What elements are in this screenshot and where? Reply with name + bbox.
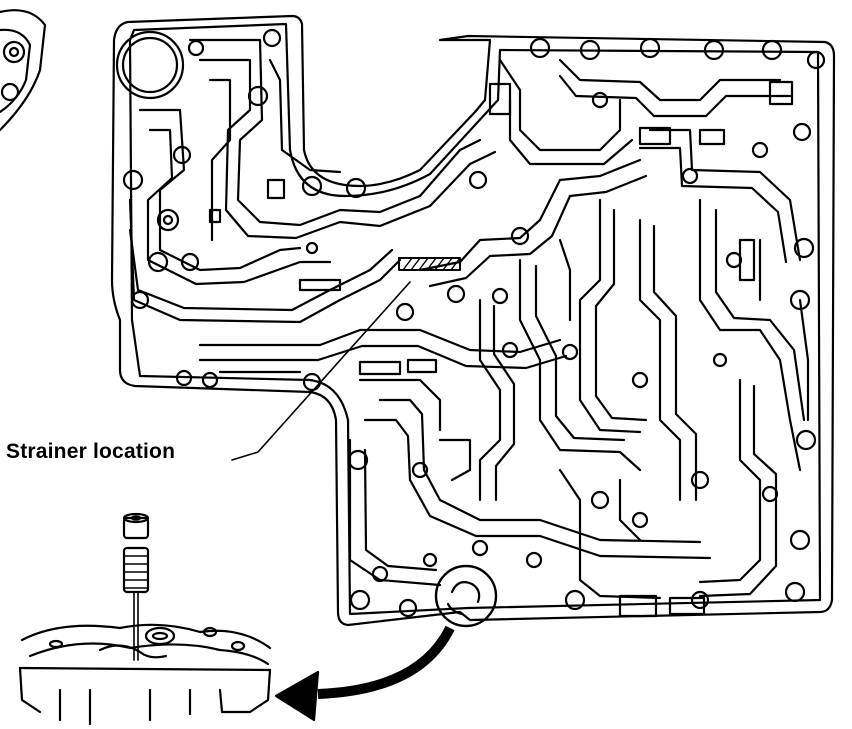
adjacent-part-fragment <box>0 9 47 132</box>
strainer-inset <box>18 512 272 726</box>
strainer-location-label: Strainer location <box>6 440 176 463</box>
fluid-channels <box>128 38 810 600</box>
strainer-marker <box>398 257 461 271</box>
valve-body-inner-outline <box>128 22 822 616</box>
strainer-leader-line <box>231 281 411 461</box>
bolt-holes <box>122 28 826 618</box>
detail-circle <box>434 564 498 628</box>
detail-arrow-head <box>274 670 320 722</box>
valve-body-plate-outline <box>110 14 836 627</box>
channel-pockets <box>208 80 794 618</box>
detail-arrow <box>317 625 455 699</box>
accumulator-bore <box>115 30 185 100</box>
